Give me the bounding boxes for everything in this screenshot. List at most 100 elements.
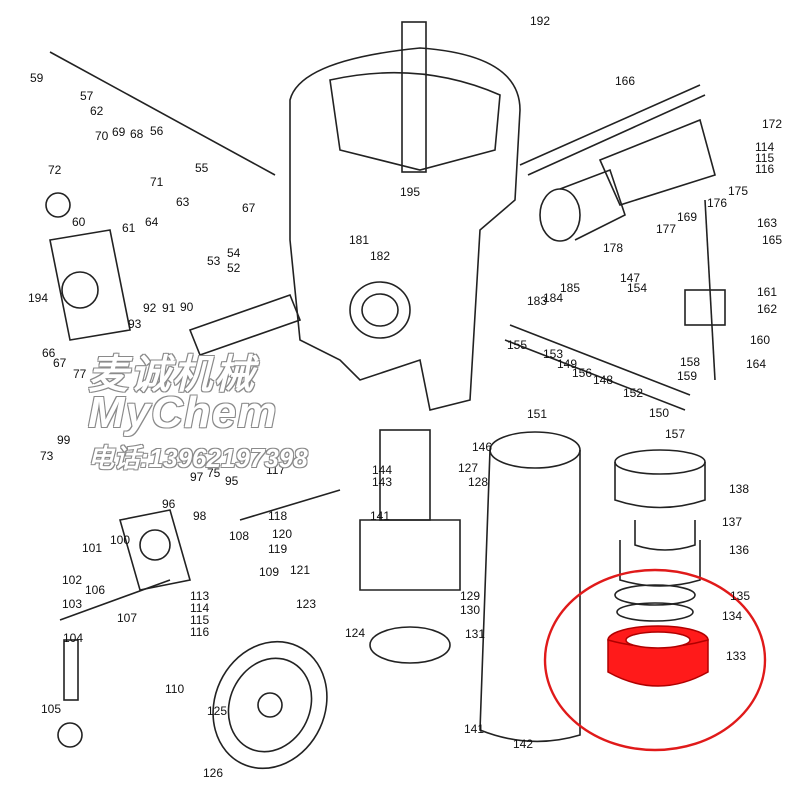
callout-90: 90 — [180, 300, 194, 314]
callout-124: 124 — [345, 626, 365, 640]
highlighted-part-133 — [607, 625, 709, 687]
washer-134 — [616, 602, 694, 622]
callout-123: 123 — [296, 597, 316, 611]
bracket-96 — [118, 509, 192, 591]
callout-163: 163 — [757, 216, 777, 230]
callout-75: 75 — [207, 466, 221, 480]
callout-92: 92 — [143, 301, 157, 315]
assembly-175 — [598, 118, 716, 206]
callout-157: 157 — [665, 427, 685, 441]
callout-129: 129 — [460, 589, 480, 603]
watermark-brand: MyChem — [87, 387, 278, 437]
bracket-194 — [49, 229, 131, 341]
housing-lower — [359, 519, 461, 591]
handwheel-126-rim — [227, 657, 313, 753]
shaft-92 — [188, 293, 302, 357]
callout-164: 164 — [746, 357, 766, 371]
bearing-138-body — [614, 462, 706, 509]
callout-55: 55 — [195, 161, 209, 175]
cylinder-142-top — [489, 431, 581, 469]
callout-62: 62 — [90, 104, 104, 118]
callout-67: 67 — [242, 201, 256, 215]
callout-181: 181 — [349, 233, 369, 247]
bracket-96-bore — [139, 529, 171, 561]
callout-178: 178 — [603, 241, 623, 255]
rod-120 — [239, 489, 341, 521]
callout-162: 162 — [757, 302, 777, 316]
callout-63: 63 — [176, 195, 190, 209]
callout-103: 103 — [62, 597, 82, 611]
callout-177: 177 — [656, 222, 676, 236]
callout-97: 97 — [190, 470, 204, 484]
callout-93: 93 — [128, 317, 142, 331]
callout-96: 96 — [162, 497, 176, 511]
casting-bore — [349, 281, 411, 339]
callout-77: 77 — [73, 367, 87, 381]
callout-110: 110 — [165, 682, 184, 696]
callout-99: 99 — [57, 433, 71, 447]
callout-166: 166 — [615, 74, 635, 88]
callout-67: 67 — [53, 356, 67, 370]
callout-151: 151 — [527, 407, 547, 421]
callout-138: 138 — [729, 482, 749, 496]
callout-56: 56 — [150, 124, 164, 138]
callout-152: 152 — [623, 386, 643, 400]
part-133-bore — [625, 631, 691, 649]
callout-195: 195 — [400, 185, 420, 199]
shaft-155-edge — [504, 339, 686, 411]
callout-109: 109 — [259, 565, 279, 579]
callout-57: 57 — [80, 89, 94, 103]
callout-72: 72 — [48, 163, 62, 177]
callout-130: 130 — [460, 603, 480, 617]
callout-116: 116 — [755, 162, 774, 176]
nut-131 — [369, 626, 451, 664]
casting-bore-inner — [361, 293, 399, 327]
callout-59: 59 — [30, 71, 44, 85]
callout-155: 155 — [507, 338, 527, 352]
callout-184: 184 — [543, 291, 563, 305]
callout-102: 102 — [62, 573, 82, 587]
shaft-166-edge — [527, 94, 706, 176]
callout-150: 150 — [649, 406, 669, 420]
callout-183: 183 — [527, 294, 547, 308]
callout-91: 91 — [162, 301, 176, 315]
callout-147: 147 — [620, 271, 640, 285]
callout-146: 146 — [472, 440, 492, 454]
callout-127: 127 — [458, 461, 478, 475]
callout-52: 52 — [227, 261, 241, 275]
callout-64: 64 — [145, 215, 159, 229]
callout-131: 131 — [465, 627, 485, 641]
callout-141: 141 — [370, 509, 390, 523]
callout-194: 194 — [28, 291, 48, 305]
bracket-194-bore — [61, 271, 99, 309]
ring-135 — [614, 584, 696, 606]
callout-70: 70 — [95, 129, 109, 143]
lever-103 — [59, 579, 171, 621]
callout-113: 113 — [190, 589, 209, 603]
watermark-phone: 电话:13962197398 — [87, 442, 308, 473]
callout-148: 148 — [593, 373, 613, 387]
callout-108: 108 — [229, 529, 249, 543]
gear-178-body — [559, 168, 626, 241]
rod-55 — [49, 51, 276, 176]
rod-104 — [63, 639, 79, 701]
callout-165: 165 — [762, 233, 782, 247]
callout-143: 143 — [372, 475, 392, 489]
callout-117: 117 — [266, 463, 285, 477]
callout-98: 98 — [193, 509, 207, 523]
callout-95: 95 — [225, 474, 239, 488]
callout-101: 101 — [82, 541, 102, 555]
callout-121: 121 — [290, 563, 310, 577]
callout-144: 144 — [372, 463, 392, 477]
callout-115: 115 — [190, 613, 209, 627]
callout-119: 119 — [268, 542, 287, 556]
callout-128: 128 — [468, 475, 488, 489]
casting-top-face — [329, 71, 501, 171]
callout-175: 175 — [728, 184, 748, 198]
callout-106: 106 — [85, 583, 105, 597]
handwheel-hub — [257, 692, 283, 718]
callout-54: 54 — [227, 246, 241, 260]
callout-135: 135 — [730, 589, 750, 603]
